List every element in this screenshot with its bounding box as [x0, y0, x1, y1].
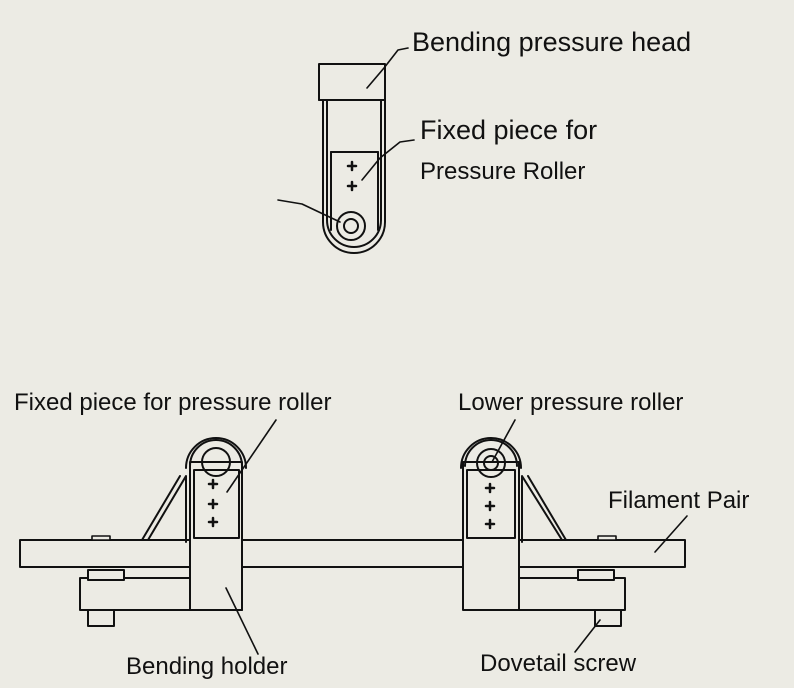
- label-dovetail-screw: Dovetail screw: [480, 650, 637, 677]
- bending-holder-right: [460, 437, 567, 611]
- fixed-piece-left: [201, 447, 231, 528]
- leader-lines-upper: [277, 47, 415, 223]
- upper-fixed-piece-screws: [346, 160, 358, 192]
- leader-lines-lower: [225, 419, 688, 655]
- bending-pressure-head: [318, 63, 386, 254]
- label-bending-holder: Bending holder: [126, 653, 288, 680]
- bending-holder-left: [141, 437, 247, 611]
- label-fixed-piece-line1: Fixed piece for: [420, 115, 598, 145]
- bar-bolts: [91, 535, 617, 541]
- label-fixed-piece-lower: Fixed piece for pressure roller: [14, 389, 332, 416]
- label-lower-pressure-roller: Lower pressure roller: [458, 389, 684, 416]
- label-bending-pressure-head: Bending pressure head: [412, 27, 692, 57]
- label-filament-pair: Filament Pair: [608, 487, 750, 514]
- upper-roller: [336, 211, 366, 241]
- lower-pressure-roller: [476, 448, 506, 530]
- dovetail-screws: [87, 609, 622, 627]
- label-fixed-piece-line2: Pressure Roller: [420, 158, 586, 185]
- filament-pair-bar: [19, 539, 686, 568]
